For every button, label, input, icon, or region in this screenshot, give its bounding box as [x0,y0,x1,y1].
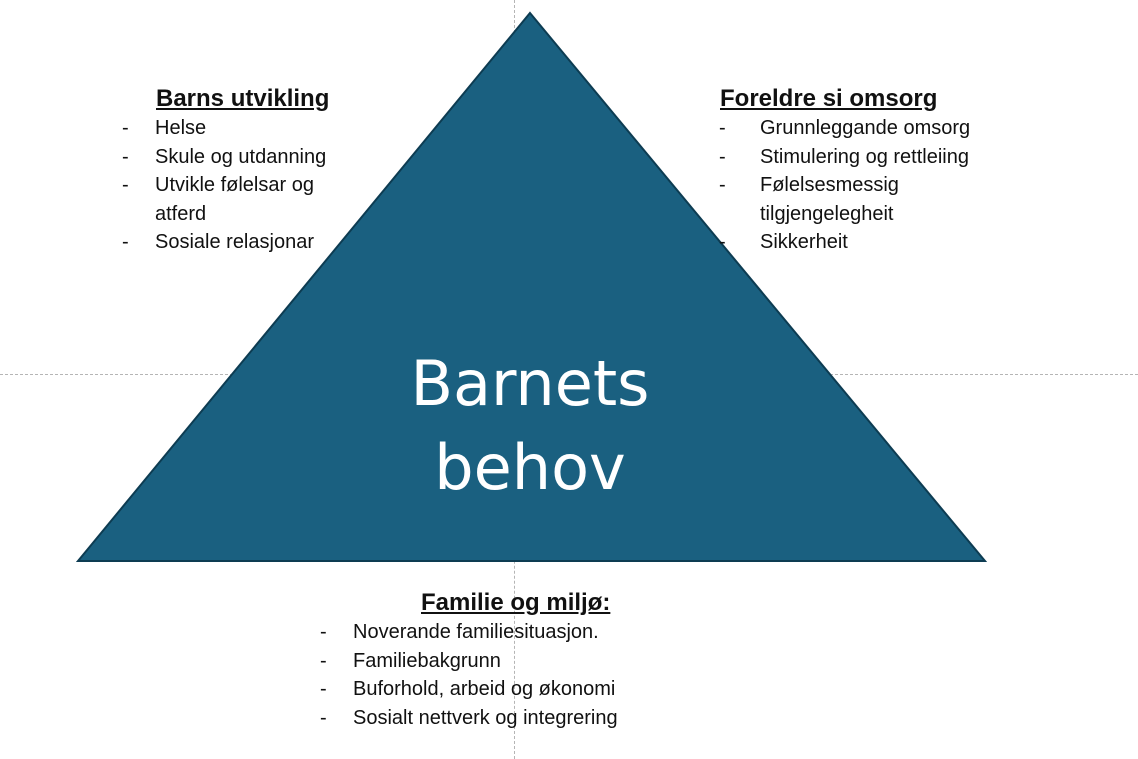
child-development-list: - Helse - Skule og utdanning - Utvikle føle… [122,114,355,257]
list-item: - Sosiale relasjonar [122,228,355,257]
list-item-text: Helse [155,117,207,139]
list-item-text: Sosiale relasjonar [155,231,314,253]
list-item-text: Grunnleggande omsorg [760,117,971,139]
list-item: - Buforhold, arbeid og økonomi [320,675,683,704]
parenting-care-list: - Grunnleggande omsorg - Stimulering og re… [719,114,1020,257]
bullet-dash: - [719,174,726,196]
bullet-dash: - [320,649,327,672]
child-development-title: Barns utvikling [156,85,330,112]
center-label-line2: behov [434,431,626,504]
list-item: - Helse [122,114,355,143]
list-item: - Sikkerheit [719,228,1020,257]
list-item: - Følelsesmessig tilgjengelegheit [719,171,920,228]
bullet-dash: - [122,117,129,139]
bullet-dash: - [320,678,327,700]
list-item: - Utvikle følelsar og atferd [122,171,355,228]
list-item: - Skule og utdanning [122,143,355,172]
bullet-dash: - [719,231,726,253]
list-item: - Familiebakgrunn [320,647,683,676]
list-item: - Stimulering og rettleiing [719,143,1020,172]
bullet-dash: - [122,145,129,168]
list-item: - Noverande familiesituasjon. [320,618,683,647]
bullet-dash: - [719,117,726,139]
list-item: - Sosialt nettverk og integrering [320,704,683,733]
list-item-text: Buforhold, arbeid og økonomi [353,678,616,700]
bullet-dash: - [122,174,129,196]
parenting-care-title: Foreldre si omsorg [720,85,938,112]
child-development-block: Barns utvikling - Helse - Skule og utdanni… [122,84,355,257]
list-item-text: Følelsesmessig tilgjengelegheit [760,174,899,225]
list-item-text: Skule og utdanning [155,145,327,168]
list-item: - Grunnleggande omsorg [719,114,1020,143]
bullet-dash: - [320,621,327,643]
family-environment-list: - Noverande familiesituasjon. - Familiebak… [320,618,683,732]
center-label-line1: Barnets [410,347,650,420]
list-item-text: Sosialt nettverk og integrering [353,706,618,729]
triangle-shape [75,11,988,562]
parenting-care-block: Foreldre si omsorg - Grunnleggande omsorg… [719,84,1020,257]
family-environment-title: Familie og miljø: [421,589,611,616]
bullet-dash: - [122,231,129,253]
list-item-text: Familiebakgrunn [353,649,501,672]
list-item-text: Noverande familiesituasjon. [353,621,599,643]
list-item-text: Utvikle følelsar og atferd [155,174,314,225]
list-item-text: Stimulering og rettleiing [760,145,969,168]
bullet-dash: - [719,145,726,168]
list-item-text: Sikkerheit [760,231,848,253]
family-environment-block: Familie og miljø: - Noverande familiesitu… [320,588,683,732]
bullet-dash: - [320,706,327,729]
